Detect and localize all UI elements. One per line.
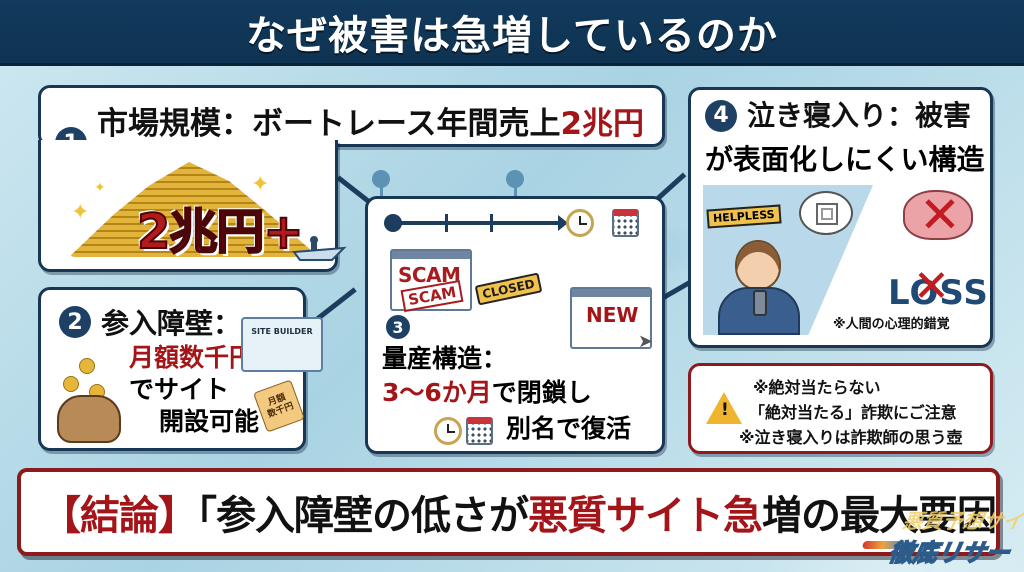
conclusion-tag: 【結論】 — [41, 493, 198, 539]
x-mark-icon: ✕ — [913, 261, 950, 312]
amount-graphic: 2兆円+ — [136, 203, 305, 261]
card-market-size: 1 市場規模：ボートレース年間売上2兆円超 — [38, 85, 665, 187]
speedboat-icon — [292, 236, 347, 261]
conclusion-highlight: 悪質サイト急 — [528, 493, 763, 539]
cursor-icon: ➤ — [638, 331, 654, 352]
calendar-icon — [612, 209, 639, 237]
maze-thought-icon — [799, 191, 853, 235]
page-title: なぜ被害は急増しているのか — [246, 12, 778, 59]
wallet-icon — [57, 395, 121, 443]
crying-person-icon — [735, 240, 781, 290]
conclusion-banner: 【結論】「参入障壁の低さが悪質サイト急増の最大要因 — [17, 468, 1000, 556]
sparkle-icon: ✦ — [71, 200, 90, 225]
body-text: 別名で復活 — [506, 414, 632, 443]
warning-line-2: 「絶対当たる」詐欺にご注意 — [749, 403, 957, 422]
map-pin-icon — [372, 170, 390, 196]
body-line: 3〜6か月で閉鎖し — [382, 377, 592, 409]
psychology-illustration: HELPLESS ✕ LOSS ✕ ※人間の心理的錯覚 — [703, 185, 988, 345]
card-silent-victims: 4 泣き寝入り：被害 が表面化しにくい構造 HELPLESS ✕ LOSS ✕ … — [688, 87, 993, 348]
body-text: でサイト — [129, 375, 230, 404]
sparkle-icon: ✦ — [251, 172, 270, 197]
heading-text: 市場規模：ボートレース年間売上 — [97, 106, 561, 142]
heading-text: 量産構造： — [382, 344, 508, 373]
warning-icon: ! — [706, 392, 742, 424]
warning-line-3: ※泣き寝入りは詐欺師の思う壺 — [739, 428, 963, 447]
body-text: で閉鎖し — [491, 378, 592, 407]
warning-line-1: ※絶対当たらない — [753, 378, 881, 397]
clock-icon — [566, 209, 594, 237]
map-pin-icon — [506, 170, 524, 196]
phone-icon — [753, 290, 767, 316]
highlight-text: 月額数千円 — [129, 343, 255, 372]
conclusion-part2: 増の最大要因 — [762, 493, 997, 539]
x-mark-icon: ✕ — [919, 186, 961, 244]
card-entry-barrier: 2 参入障壁： 月額数千円 でサイト 開設可能 SITE BUILDER 月額 … — [38, 287, 323, 451]
site-logo: 悪質予想サイト 徹底リサーチ — [862, 505, 1024, 571]
number-badge: 4 — [705, 100, 737, 132]
card-heading: 4 泣き寝入り：被害 — [705, 98, 971, 134]
new-label: NEW — [586, 303, 639, 327]
body-text: 開設可能 — [159, 407, 260, 436]
number-badge: 3 — [386, 315, 410, 339]
number-badge: 2 — [59, 306, 91, 338]
logo-line-2: 徹底リサーチ — [886, 538, 1012, 568]
timeline-icon — [384, 214, 568, 232]
closed-sign-icon: CLOSED — [474, 272, 543, 306]
brain-icon — [903, 190, 973, 240]
heading-text-line2: が表面化しにくい構造 — [705, 143, 985, 176]
coin-icon — [79, 358, 95, 374]
heading-text: 泣き寝入り：被害 — [747, 99, 972, 132]
site-builder-label: SITE BUILDER — [251, 327, 313, 336]
highlight-text: 3〜6か月 — [382, 378, 492, 407]
warning-box: ! ※絶対当たらない 「絶対当たる」詐欺にご注意 ※泣き寝入りは詐欺師の思う壺 — [688, 363, 993, 454]
scam-browser-icon: SCAM SCAM — [390, 249, 472, 313]
calendar-icon — [466, 417, 493, 445]
coin-icon — [63, 376, 79, 392]
illusion-note: ※人間の心理的錯覚 — [833, 317, 950, 332]
card-mass-production: SCAM SCAM CLOSED NEW ➤ 3 量産構造： 3〜6か月で閉鎖し… — [365, 196, 665, 454]
card-market-size-illustration: ✦ ✦ ✦ 2兆円+ — [38, 140, 347, 272]
price-tag-icon: 月額 数千円 — [253, 379, 305, 433]
sparkle-icon: ✦ — [94, 180, 106, 196]
title-bar: なぜ被害は急増しているのか — [0, 0, 1024, 66]
card-heading: 2 参入障壁： — [59, 302, 241, 342]
heading-text: 参入障壁： — [101, 307, 242, 340]
conclusion-part1: 「参入障壁の低さが — [197, 493, 529, 539]
clock-icon — [434, 417, 462, 445]
coin-illustration: ✦ ✦ ✦ 2兆円+ — [59, 150, 347, 265]
loss-label: LOSS — [888, 273, 989, 313]
new-browser-icon: NEW — [570, 287, 652, 349]
browser-icon: SITE BUILDER — [241, 317, 323, 372]
conclusion-text: 【結論】「参入障壁の低さが悪質サイト急増の最大要因 — [41, 483, 997, 541]
